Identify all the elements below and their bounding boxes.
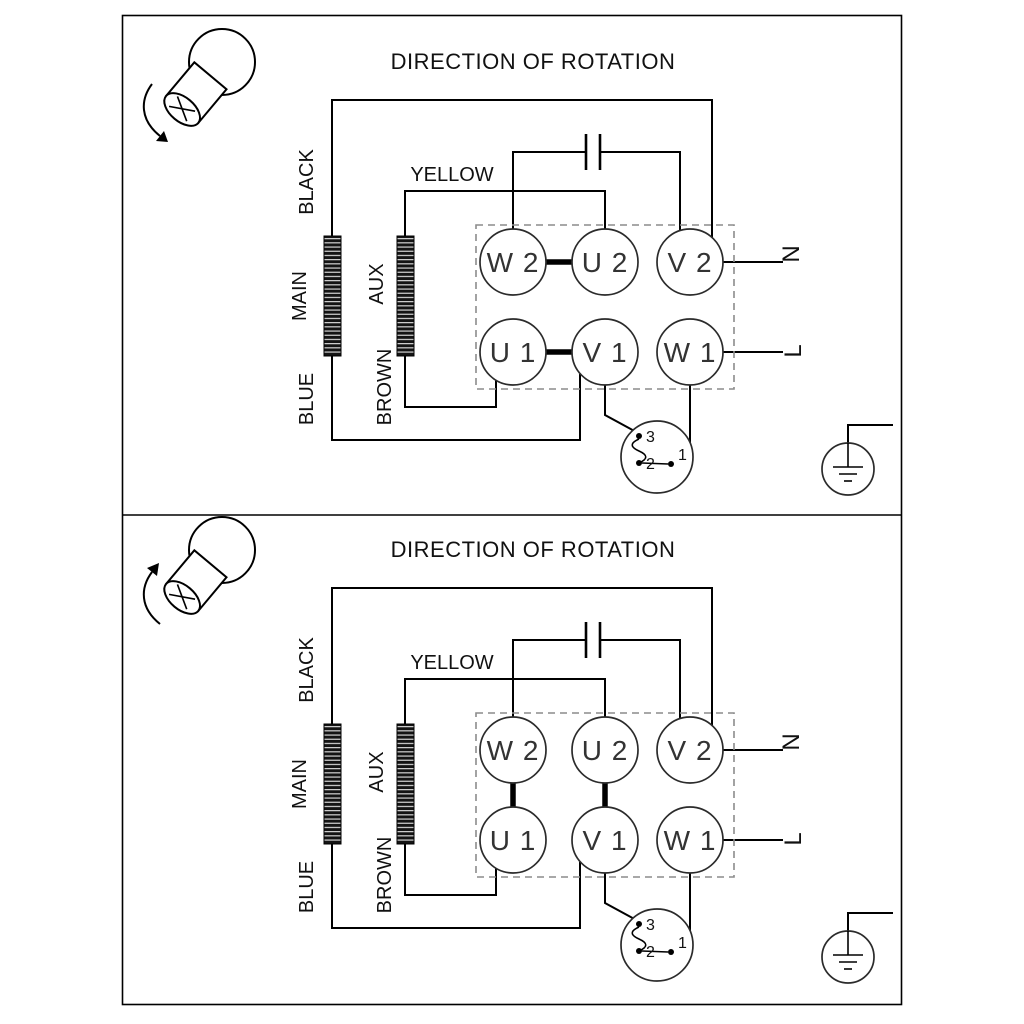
terminal-v1-label: V 1 (582, 337, 627, 368)
terminal-w1-label: W 1 (664, 825, 717, 856)
terminal-u2-label: U 2 (582, 247, 629, 278)
neutral-label: N (778, 733, 805, 750)
terminal-box (475, 224, 735, 390)
overload-element-icon (631, 926, 647, 952)
terminal-v2 (656, 716, 724, 784)
terminal-v1 (571, 318, 639, 386)
terminal-w1 (656, 318, 724, 386)
label-yellow: YELLOW (410, 164, 493, 186)
ground-stub-wire (847, 424, 893, 443)
wire-blue-to-v1 (331, 844, 581, 929)
terminal-w1-label: W 1 (664, 337, 717, 368)
wire-capacitor-left (512, 639, 586, 717)
label-aux: AUX (366, 263, 388, 304)
panel-title: DIRECTION OF ROTATION (391, 49, 676, 74)
switch-contact-1-dot (668, 461, 674, 467)
terminal-board: W 2 U 2 V 2 U 1 V 1 W 1 (475, 712, 735, 878)
label-black: BLACK (296, 149, 318, 215)
label-aux: AUX (366, 751, 388, 792)
terminal-u2-label: U 2 (582, 735, 629, 766)
wire-brown-to-u1 (404, 356, 497, 408)
wire-labels: BLACK MAIN BLUE AUX BROWN YELLOW (289, 149, 494, 426)
terminal-u2 (571, 228, 639, 296)
wire-brown-to-u1 (404, 844, 497, 896)
aux-winding (396, 723, 415, 845)
wire-v1-to-switch (604, 385, 639, 434)
terminal-box (475, 712, 735, 878)
wire-v1-to-switch (604, 873, 639, 922)
terminal-board: W 2 U 2 V 2 U 1 V 1 W 1 (475, 224, 735, 390)
shaft-cross-icon (168, 584, 196, 610)
wiring (331, 587, 783, 951)
terminal-u1-label: U 1 (490, 825, 537, 856)
label-main: MAIN (289, 271, 311, 321)
switch-label-3: 3 (646, 429, 655, 446)
outer-frame (121, 14, 903, 1006)
rotation-arrow-head-icon (156, 131, 168, 142)
rotation-arrow-head-icon (147, 563, 159, 576)
label-blue: BLUE (296, 373, 318, 425)
label-yellow: YELLOW (410, 652, 493, 674)
wire-black-to-v2 (331, 99, 713, 238)
terminal-v1 (571, 806, 639, 874)
earth-ground-icon (821, 424, 893, 496)
wire-labels: BLACK MAIN BLUE AUX BROWN YELLOW (289, 637, 494, 914)
wire-yellow-to-u2 (404, 678, 606, 724)
switch-contact-1-dot (668, 949, 674, 955)
label-brown: BROWN (374, 837, 396, 914)
switch-label-2: 2 (646, 944, 655, 961)
ground-stub-wire (847, 912, 893, 931)
wire-capacitor-right (600, 639, 681, 719)
wire-capacitor-left (512, 151, 586, 229)
label-blue: BLUE (296, 861, 318, 913)
wiring (331, 99, 783, 463)
thermal-switch: 3 2 1 (620, 908, 694, 982)
line-label: L (780, 344, 807, 357)
shaft-cross-icon (168, 96, 196, 122)
rotation-arrow-arc-icon (142, 571, 161, 625)
switch-contact-3-dot (636, 921, 642, 927)
terminal-v2-label: V 2 (667, 735, 712, 766)
terminal-w2 (479, 716, 547, 784)
label-brown: BROWN (374, 349, 396, 426)
aux-winding (396, 235, 415, 357)
line-label: L (780, 832, 807, 845)
motor-icon (142, 28, 256, 142)
panel-title: DIRECTION OF ROTATION (391, 537, 676, 562)
terminal-v2-label: V 2 (667, 247, 712, 278)
main-winding (323, 235, 342, 357)
switch-contact-arm (641, 462, 669, 465)
switch-contact-arm (641, 950, 669, 953)
thermal-switch: 3 2 1 (620, 420, 694, 494)
neutral-label: N (778, 245, 805, 262)
earth-ground-icon (821, 912, 893, 984)
terminal-v2 (656, 228, 724, 296)
rotation-arrow-arc-icon (142, 83, 161, 137)
switch-label-1: 1 (678, 935, 687, 952)
wire-black-to-v2 (331, 587, 713, 726)
terminal-u1 (479, 318, 547, 386)
switch-label-3: 3 (646, 917, 655, 934)
terminal-v1-label: V 1 (582, 825, 627, 856)
wire-capacitor-right (600, 151, 681, 231)
motor-icon (142, 516, 256, 625)
label-main: MAIN (289, 759, 311, 809)
terminal-u1 (479, 806, 547, 874)
panel-rotation-1: DIRECTION OF ROTATION BLACK MAIN BLUE AU… (142, 28, 893, 496)
terminal-u1-label: U 1 (490, 337, 537, 368)
terminal-w1 (656, 806, 724, 874)
switch-label-2: 2 (646, 456, 655, 473)
panel-rotation-2: DIRECTION OF ROTATION BLACK MAIN BLUE AU… (142, 516, 893, 984)
terminal-u2 (571, 716, 639, 784)
wire-yellow-to-u2 (404, 190, 606, 236)
terminal-w2-label: W 2 (487, 247, 540, 278)
label-black: BLACK (296, 637, 318, 703)
terminal-w2-label: W 2 (487, 735, 540, 766)
main-winding (323, 723, 342, 845)
terminal-w2 (479, 228, 547, 296)
switch-label-1: 1 (678, 447, 687, 464)
overload-element-icon (631, 438, 647, 464)
wire-blue-to-v1 (331, 356, 581, 441)
switch-contact-3-dot (636, 433, 642, 439)
